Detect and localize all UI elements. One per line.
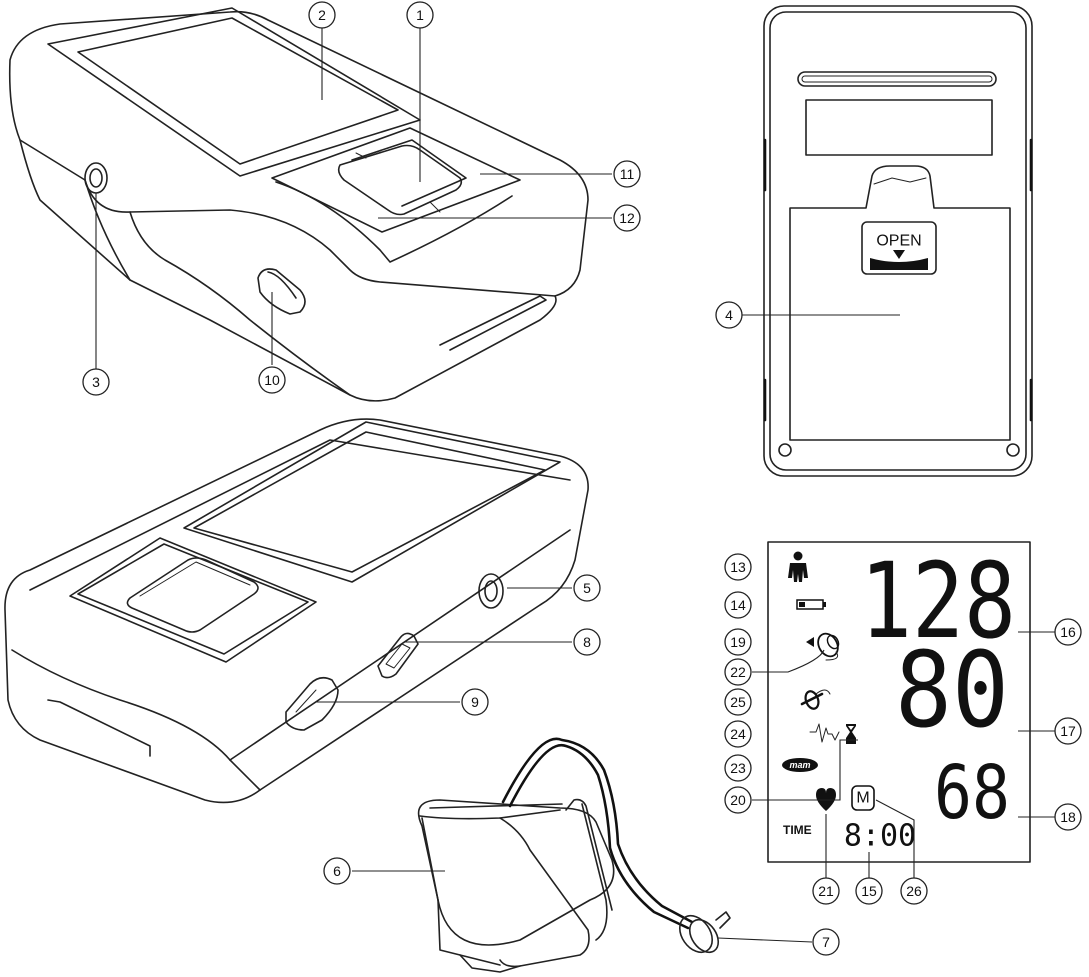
main-button[interactable] bbox=[337, 144, 463, 216]
callout-8: 8 bbox=[573, 628, 601, 656]
callout-6: 6 bbox=[323, 857, 351, 885]
svg-text:5: 5 bbox=[583, 580, 591, 596]
callout-19: 19 bbox=[724, 628, 752, 656]
memory-indicator: M bbox=[851, 785, 875, 811]
battery-icon bbox=[796, 599, 826, 610]
svg-text:mam: mam bbox=[789, 760, 810, 770]
movement-indicator-icon bbox=[800, 689, 831, 710]
leader-lines bbox=[95, 25, 1055, 943]
side-switch[interactable] bbox=[257, 268, 306, 315]
callouts: 1 2 3 4 5 6 7 8 9 10 11 12 13 14 16 19 2… bbox=[82, 1, 1082, 956]
callout-21: 21 bbox=[812, 877, 840, 905]
svg-text:9: 9 bbox=[471, 694, 479, 710]
callout-23: 23 bbox=[724, 754, 752, 782]
svg-text:8: 8 bbox=[583, 634, 591, 650]
device-side-view bbox=[4, 418, 589, 804]
svg-text:4: 4 bbox=[725, 307, 733, 323]
svg-text:10: 10 bbox=[264, 372, 280, 388]
svg-text:21: 21 bbox=[818, 883, 834, 899]
callout-10: 10 bbox=[258, 366, 286, 394]
display-screen bbox=[77, 17, 399, 165]
time-value: 8:00 bbox=[844, 819, 916, 854]
svg-text:1: 1 bbox=[416, 7, 424, 23]
svg-text:17: 17 bbox=[1060, 723, 1076, 739]
callout-17: 17 bbox=[1054, 717, 1082, 745]
svg-text:19: 19 bbox=[730, 634, 746, 650]
callout-20: 20 bbox=[724, 786, 752, 814]
open-label: OPEN bbox=[876, 233, 921, 250]
svg-text:20: 20 bbox=[730, 792, 746, 808]
callout-15: 15 bbox=[855, 877, 883, 905]
arrow-indicator-icon bbox=[806, 637, 814, 647]
svg-text:13: 13 bbox=[730, 559, 746, 575]
callout-26: 26 bbox=[900, 877, 928, 905]
mam-logo: mam bbox=[782, 758, 818, 772]
air-connector-socket bbox=[84, 162, 108, 194]
callout-25: 25 bbox=[724, 688, 752, 716]
user-icon bbox=[788, 551, 808, 582]
callout-9: 9 bbox=[461, 688, 489, 716]
callout-3: 3 bbox=[82, 368, 110, 396]
callout-13: 13 bbox=[724, 553, 752, 581]
svg-text:16: 16 bbox=[1060, 624, 1076, 640]
svg-text:11: 11 bbox=[620, 166, 635, 182]
adapter-socket bbox=[478, 573, 504, 609]
device-rear-view: OPEN bbox=[763, 5, 1033, 477]
arm-cuff bbox=[417, 737, 731, 973]
svg-text:M: M bbox=[856, 790, 869, 807]
diastolic-value: 80 bbox=[895, 629, 1009, 751]
hose-connector bbox=[678, 911, 731, 954]
callout-1: 1 bbox=[406, 1, 434, 29]
main-button-side[interactable] bbox=[126, 557, 259, 633]
callout-16: 16 bbox=[1054, 618, 1082, 646]
callout-5: 5 bbox=[573, 574, 601, 602]
air-hose bbox=[501, 737, 694, 924]
arrhythmia-icon bbox=[809, 723, 840, 743]
svg-text:24: 24 bbox=[730, 726, 746, 742]
svg-text:2: 2 bbox=[318, 7, 326, 23]
time-label: TIME bbox=[783, 823, 812, 837]
battery-cover-latch[interactable] bbox=[861, 221, 937, 275]
svg-text:18: 18 bbox=[1060, 809, 1076, 825]
svg-text:23: 23 bbox=[730, 760, 746, 776]
svg-text:7: 7 bbox=[822, 934, 830, 950]
svg-text:25: 25 bbox=[730, 694, 746, 710]
svg-text:6: 6 bbox=[333, 863, 341, 879]
svg-text:14: 14 bbox=[730, 597, 746, 613]
pulse-value: 68 bbox=[934, 750, 1010, 836]
callout-14: 14 bbox=[724, 591, 752, 619]
callout-22: 22 bbox=[724, 658, 752, 686]
svg-text:22: 22 bbox=[730, 664, 746, 680]
systolic-value: 128 bbox=[860, 540, 1016, 662]
usb-port bbox=[377, 632, 419, 679]
callout-18: 18 bbox=[1054, 803, 1082, 831]
callout-7: 7 bbox=[812, 928, 840, 956]
lcd-display-panel: mam M TIME 8:00 128 80 68 bbox=[767, 540, 1031, 863]
svg-text:12: 12 bbox=[619, 210, 635, 226]
callout-11: 11 bbox=[613, 160, 641, 188]
svg-text:15: 15 bbox=[861, 883, 877, 899]
start-stop-button[interactable] bbox=[285, 676, 339, 731]
hourglass-icon bbox=[846, 724, 856, 744]
cuff-check-icon bbox=[817, 632, 840, 661]
svg-text:26: 26 bbox=[906, 883, 922, 899]
callout-24: 24 bbox=[724, 720, 752, 748]
svg-text:3: 3 bbox=[92, 374, 100, 390]
callout-2: 2 bbox=[308, 1, 336, 29]
callout-12: 12 bbox=[613, 204, 641, 232]
callout-4: 4 bbox=[715, 301, 743, 329]
